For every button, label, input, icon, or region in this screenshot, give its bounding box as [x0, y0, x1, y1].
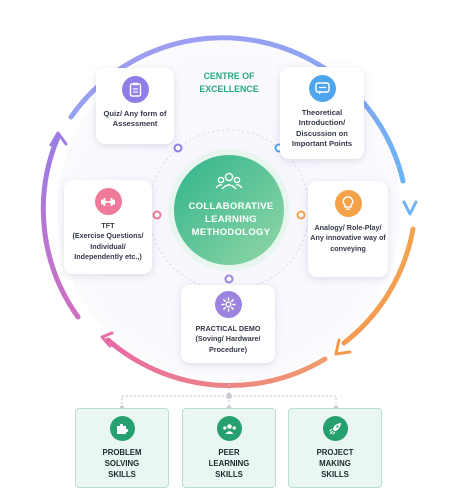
ring-arc-left [40, 134, 81, 320]
arrow-head-bottom-right [334, 338, 352, 356]
card-theoretical: Theoretical Introduction/ Discussion on … [280, 67, 364, 159]
card-quiz: Quiz/ Any form of Assessment [96, 68, 174, 144]
center-title: COLLABORATIVE LEARNING METHODOLOGY [188, 201, 274, 238]
card-quiz-label: Quiz/ Any form of Assessment [103, 109, 167, 129]
ring-arc-bottom [105, 337, 328, 389]
clipboard-icon [121, 76, 149, 103]
card-practical-label: PRACTICAL DEMO (Soving/ Hardware/ Proced… [195, 324, 261, 354]
skill-problem-solving: PROBLEM SOLVING SKILLS [75, 408, 169, 488]
arrow-head-left [49, 131, 68, 147]
card-tft-label: TFT (Exercise Questions/ Individual/ Ind… [72, 221, 144, 262]
skill-project-making-label: PROJECT MAKING SKILLS [316, 448, 354, 479]
chat-icon [308, 75, 336, 102]
skill-peer-learning: PEER LEARNING SKILLS [182, 408, 276, 488]
connector-dot [226, 393, 232, 399]
center-circle [174, 155, 284, 265]
people-icon [216, 416, 242, 441]
card-theoretical-label: Theoretical Introduction/ Discussion on … [291, 108, 353, 149]
rocket-icon [322, 416, 348, 441]
card-practical: PRACTICAL DEMO (Soving/ Hardware/ Proced… [181, 285, 275, 363]
card-analogy: Analogy/ Role-Play/ Any innovative way o… [308, 181, 388, 277]
orbit-dot-tft [152, 210, 162, 220]
orbit-dot-quiz [173, 143, 183, 153]
dumbbell-icon [94, 188, 122, 215]
centre-of-excellence-heading: CENTRE OF EXCELLENCE [199, 71, 259, 94]
ring-arc-right [341, 226, 416, 346]
skill-project-making: PROJECT MAKING SKILLS [288, 408, 382, 488]
skill-peer-learning-label: PEER LEARNING SKILLS [208, 448, 250, 479]
orbit-dot-analogy [296, 210, 306, 220]
team-icon [215, 172, 243, 190]
skill-problem-solving-label: PROBLEM SOLVING SKILLS [102, 448, 142, 479]
orbit-dot-practical [224, 274, 234, 284]
arrow-head-bottom-left [100, 331, 114, 348]
arrow-head-right [402, 200, 418, 216]
card-analogy-label: Analogy/ Role-Play/ Any innovative way o… [310, 223, 386, 253]
bulb-icon [334, 190, 362, 217]
card-tft: TFT (Exercise Questions/ Individual/ Ind… [64, 180, 152, 274]
puzzle-icon [109, 416, 135, 441]
gear-icon [214, 291, 242, 318]
